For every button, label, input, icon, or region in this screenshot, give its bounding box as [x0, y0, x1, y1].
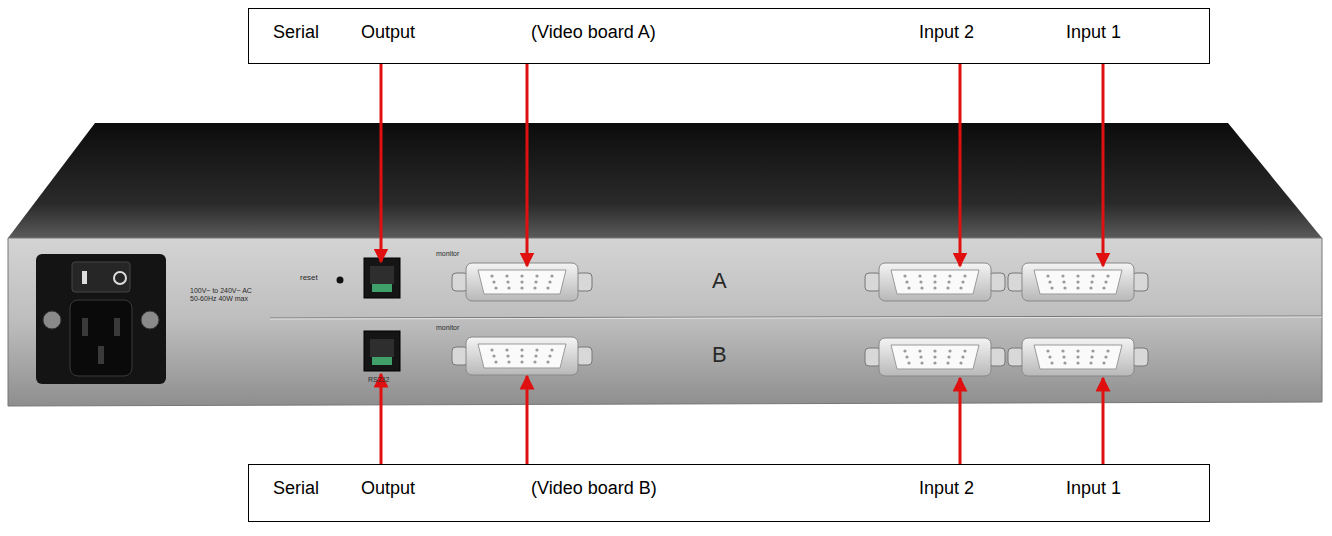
panel-marking: RS232: [368, 376, 389, 384]
callout-box: Serial Output (Video board B) Input 2 Input …: [248, 464, 1210, 522]
callout-text: (Video board B): [531, 478, 657, 499]
panel-marking: B: [712, 342, 727, 367]
leader-arrows: [381, 64, 1103, 464]
panel-marking: monitor: [436, 324, 459, 332]
panel-marking: A: [712, 268, 727, 293]
callout-text: (Video board A): [531, 22, 656, 43]
panel-marking: monitor: [436, 250, 459, 258]
callout-text: Output: [361, 22, 415, 43]
callout-text: Input 2: [919, 22, 974, 43]
callout-text: Input 2: [919, 478, 974, 499]
callout-text: Input 1: [1066, 478, 1121, 499]
callout-text: Serial: [273, 478, 319, 499]
callout-text: Output: [361, 478, 415, 499]
callout-text: Serial: [273, 22, 319, 43]
panel-marking: reset: [300, 273, 318, 282]
callout-box: Serial Output (Video board A) Input 2 Input …: [248, 8, 1210, 64]
panel-marking: 100V~ to 240V~ AC 50-60Hz 40W max: [190, 287, 252, 303]
callout-text: Input 1: [1066, 22, 1121, 43]
